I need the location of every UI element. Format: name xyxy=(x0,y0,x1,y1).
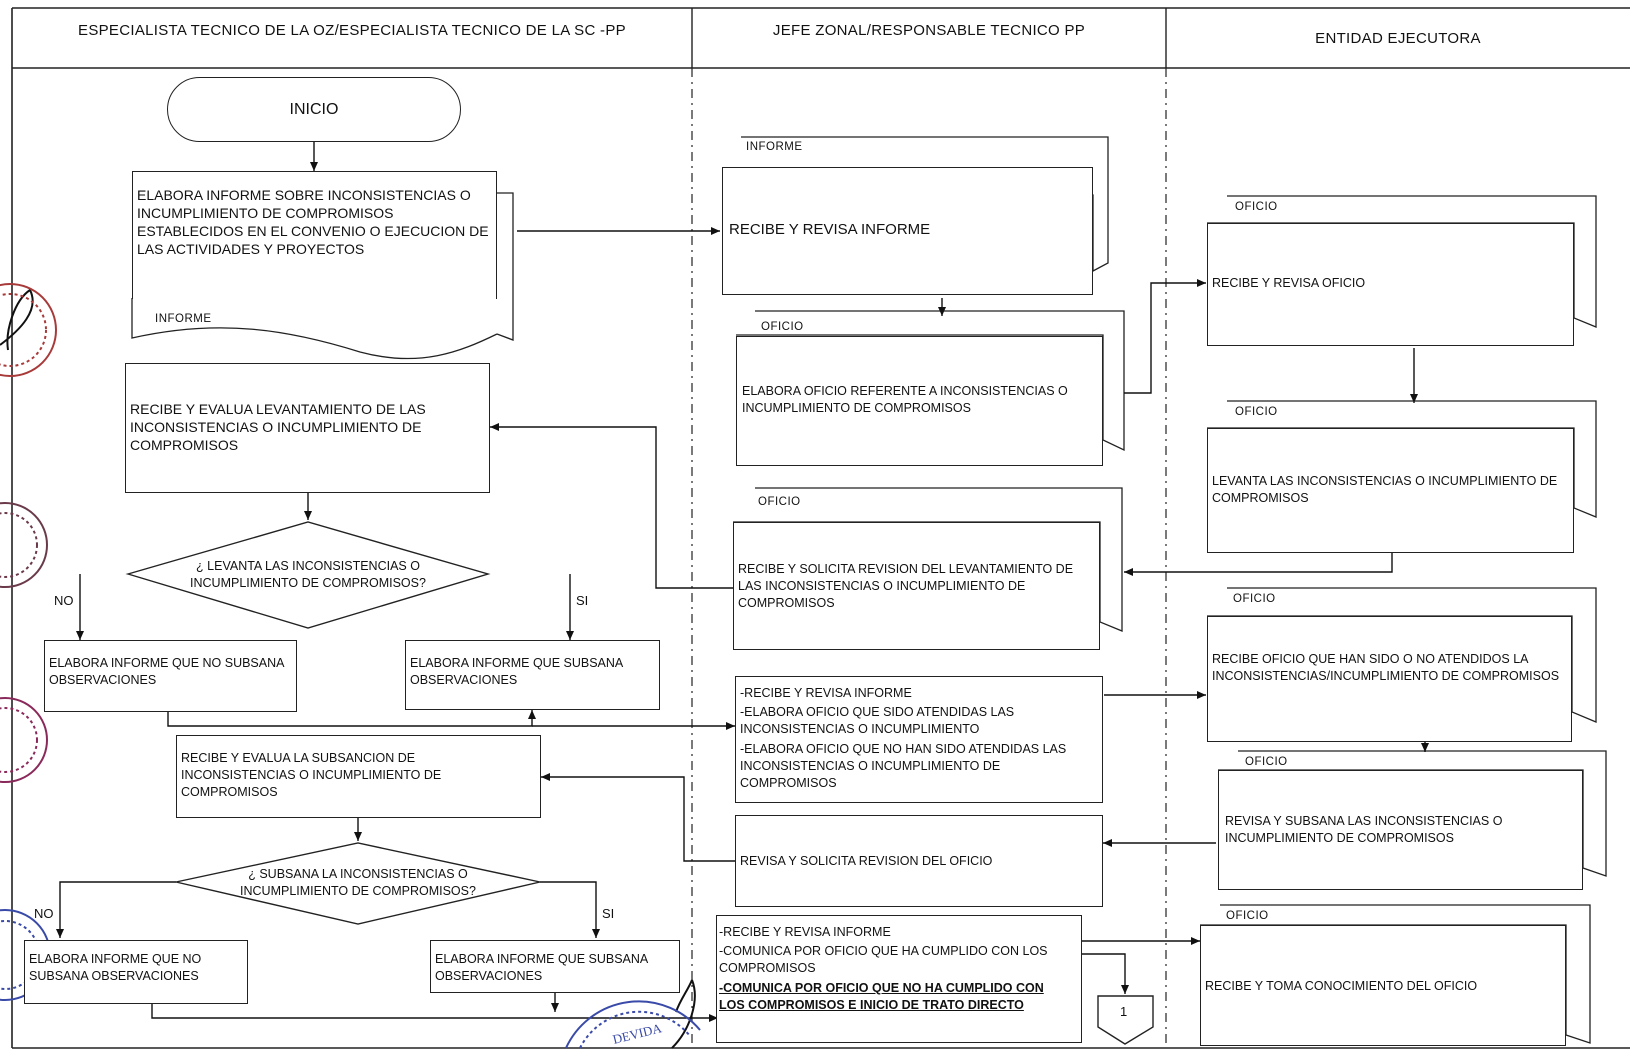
decision-1-no-label: NO xyxy=(54,593,74,608)
final-line-2: -COMUNICA POR OFICIO QUE HA CUMPLIDO CON… xyxy=(719,944,1048,975)
step-revisa-solicita-oficio-text: REVISA Y SOLICITA REVISION DEL OFICIO xyxy=(740,854,993,868)
step-recibe-revisa-informe: RECIBE Y REVISA INFORME xyxy=(722,167,1093,295)
arrows xyxy=(56,142,1429,1022)
step-no-subsana-2: ELABORA INFORME QUE NO SUBSANA OBSERVACI… xyxy=(24,940,248,1004)
multi-line-1: -RECIBE Y REVISA INFORME xyxy=(740,686,912,700)
step-elabora-informe: ELABORA INFORME SOBRE INCONSISTENCIAS O … xyxy=(132,171,497,299)
step-recibe-evalua: RECIBE Y EVALUA LEVANTAMIENTO DE LAS INC… xyxy=(125,363,490,493)
step-levanta: LEVANTA LAS INCONSISTENCIAS O INCUMPLIMI… xyxy=(1207,428,1574,553)
step-subsana-2-text: ELABORA INFORME QUE SUBSANA OBSERVACIONE… xyxy=(435,952,648,983)
decision-2-text: ¿ SUBSANA LA INCONSISTENCIAS O INCUMPLIM… xyxy=(240,867,476,898)
step-subsana-2: ELABORA INFORME QUE SUBSANA OBSERVACIONE… xyxy=(430,940,680,993)
stamp-lettering: DEVIDA xyxy=(611,1020,664,1047)
step-recibe-toma-conocimiento-text: RECIBE Y TOMA CONOCIMIENTO DEL OFICIO xyxy=(1205,979,1478,993)
oficio-tag-revisa-subsana: OFICIO xyxy=(1245,756,1288,768)
step-recibe-evalua-subsanacion: RECIBE Y EVALUA LA SUBSANCION DE INCONSI… xyxy=(176,735,541,818)
connector-pentagon xyxy=(1097,995,1154,1045)
step-recibe-toma-conocimiento: RECIBE Y TOMA CONOCIMIENTO DEL OFICIO xyxy=(1200,925,1566,1046)
step-elabora-informe-text: ELABORA INFORME SOBRE INCONSISTENCIAS O … xyxy=(137,187,489,257)
step-no-subsana-2-text: ELABORA INFORME QUE NO SUBSANA OBSERVACI… xyxy=(29,952,202,983)
step-revisa-subsana: REVISA Y SUBSANA LAS INCONSISTENCIAS O I… xyxy=(1218,770,1583,890)
step-no-subsana-1: ELABORA INFORME QUE NO SUBSANA OBSERVACI… xyxy=(44,640,297,712)
informe-tag-lane1: INFORME xyxy=(155,313,212,325)
step-recibe-solicita-revision: RECIBE Y SOLICITA REVISION DEL LEVANTAMI… xyxy=(733,522,1100,650)
final-line-3: -COMUNICA POR OFICIO QUE NO HA CUMPLIDO … xyxy=(719,981,1044,1012)
final-line-1: -RECIBE Y REVISA INFORME xyxy=(719,925,891,939)
step-levanta-text: LEVANTA LAS INCONSISTENCIAS O INCUMPLIMI… xyxy=(1212,474,1558,505)
lane-header-entidad-ejecutora: ENTIDAD EJECUTORA xyxy=(1315,30,1481,47)
decision-2-si-label: SI xyxy=(602,906,615,921)
swimlane-grid xyxy=(11,7,1630,1049)
oficio-tag-recibe-atendidos: OFICIO xyxy=(1233,593,1276,605)
step-revisa-elabora-oficios: -RECIBE Y REVISA INFORME -ELABORA OFICIO… xyxy=(735,676,1103,803)
connector-number: 1 xyxy=(1120,1004,1128,1019)
lane-header-jefe-zonal: JEFE ZONAL/RESPONSABLE TECNICO PP xyxy=(772,22,1086,39)
informe-tag-lane2: INFORME xyxy=(746,141,803,153)
step-subsana-1: ELABORA INFORME QUE SUBSANA OBSERVACIONE… xyxy=(405,640,660,710)
multi-line-2: -ELABORA OFICIO QUE SIDO ATENDIDAS LAS I… xyxy=(740,705,1015,736)
step-elabora-oficio: ELABORA OFICIO REFERENTE A INCONSISTENCI… xyxy=(736,336,1103,466)
decision-1-text: ¿ LEVANTA LAS INCONSISTENCIAS O INCUMPLI… xyxy=(190,559,426,590)
decision-diamond-1 xyxy=(125,521,491,629)
step-recibe-solicita-revision-text: RECIBE Y SOLICITA REVISION DEL LEVANTAMI… xyxy=(738,562,1074,610)
decision-1-si-label: SI xyxy=(576,593,589,608)
oficio-tag-solicita: OFICIO xyxy=(758,496,801,508)
multi-line-3: -ELABORA OFICIO QUE NO HAN SIDO ATENDIDA… xyxy=(740,742,1067,790)
oficio-tag-recibe-toma: OFICIO xyxy=(1226,910,1269,922)
step-comunica-oficio: -RECIBE Y REVISA INFORME -COMUNICA POR O… xyxy=(716,915,1082,1043)
step-recibe-evalua-text: RECIBE Y EVALUA LEVANTAMIENTO DE LAS INC… xyxy=(130,401,426,453)
step-recibe-revisa-oficio: RECIBE Y REVISA OFICIO xyxy=(1207,223,1574,346)
step-recibe-oficio-atendidos: RECIBE OFICIO QUE HAN SIDO O NO ATENDIDO… xyxy=(1207,616,1572,742)
step-revisa-subsana-text: REVISA Y SUBSANA LAS INCONSISTENCIAS O I… xyxy=(1225,814,1503,845)
step-recibe-revisa-oficio-text: RECIBE Y REVISA OFICIO xyxy=(1212,276,1366,290)
step-recibe-oficio-atendidos-text: RECIBE OFICIO QUE HAN SIDO O NO ATENDIDO… xyxy=(1212,652,1560,683)
step-no-subsana-1-text: ELABORA INFORME QUE NO SUBSANA OBSERVACI… xyxy=(49,656,284,687)
step-recibe-revisa-informe-text: RECIBE Y REVISA INFORME xyxy=(729,221,931,238)
step-subsana-1-text: ELABORA INFORME QUE SUBSANA OBSERVACIONE… xyxy=(410,656,623,687)
oficio-tag-recibe-revisa: OFICIO xyxy=(1235,201,1278,213)
step-recibe-evalua-subsanacion-text: RECIBE Y EVALUA LA SUBSANCION DE INCONSI… xyxy=(181,751,442,799)
step-elabora-oficio-text: ELABORA OFICIO REFERENTE A INCONSISTENCI… xyxy=(742,384,1068,415)
decision-2-no-label: NO xyxy=(34,906,54,921)
oficio-tag-elabora: OFICIO xyxy=(761,321,804,333)
document-stack-shadows xyxy=(494,136,1607,1044)
signature-mark xyxy=(0,288,696,1049)
oficio-tag-levanta: OFICIO xyxy=(1235,406,1278,418)
informe-wave xyxy=(131,298,498,360)
start-terminator: INICIO xyxy=(167,77,461,142)
step-revisa-solicita-oficio: REVISA Y SOLICITA REVISION DEL OFICIO xyxy=(735,815,1103,907)
lane-header-especialista: ESPECIALISTA TECNICO DE LA OZ/ESPECIALIS… xyxy=(78,22,626,39)
